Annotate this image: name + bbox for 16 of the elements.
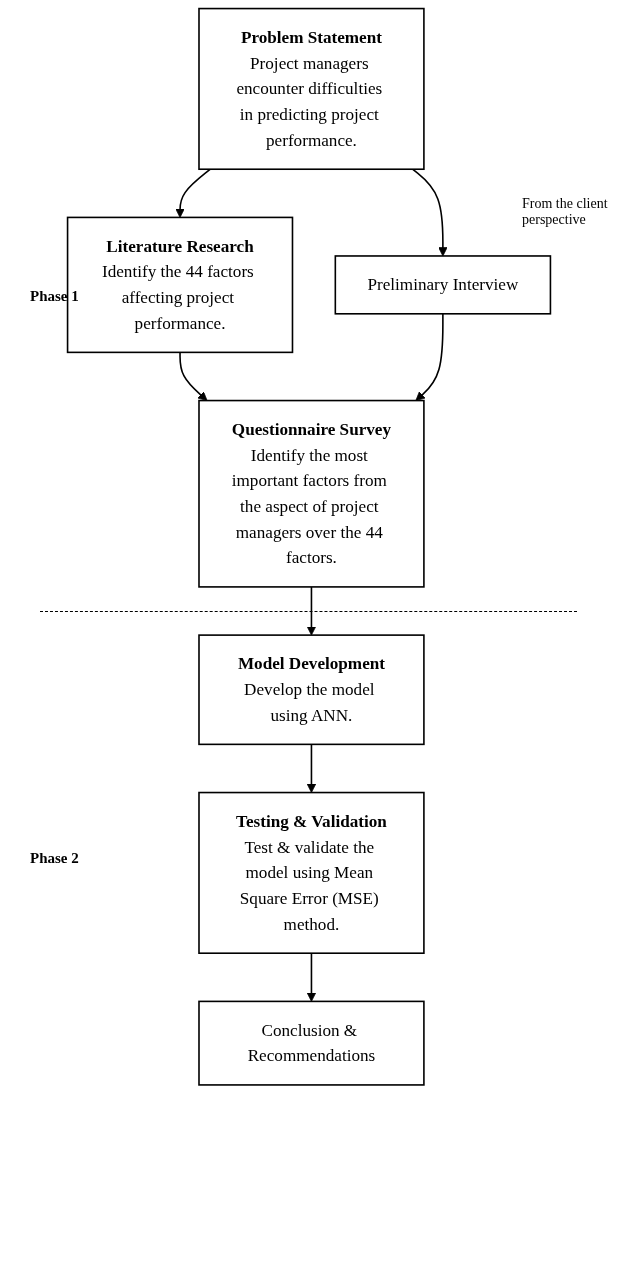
node-box: Questionnaire Survey Identify the most important factors from the aspect of project managers over the 44 factors. [197, 399, 425, 588]
node-box: Conclusion & Recommendations [197, 1000, 425, 1086]
arrow [411, 168, 448, 257]
arrow [178, 351, 207, 401]
phase-label: Phase 2 [30, 850, 79, 867]
node-box: Testing & Validation Test & validate the model using Mean Square Error (MSE) method. [197, 791, 425, 954]
arrow [174, 168, 211, 218]
node-box: Problem Statement Project managers encounter difficulties in predicting project performance. [197, 7, 425, 171]
arrow [414, 313, 444, 401]
phase-label: Phase 1 [30, 287, 79, 305]
arrow [306, 586, 316, 636]
arrow [306, 743, 316, 793]
arrow [306, 952, 316, 1002]
node-box: Model Development Develop the model using ANN. [197, 634, 425, 746]
annotation-text: From the client perspective [522, 195, 609, 228]
node-box: Preliminary Interview [334, 255, 551, 315]
